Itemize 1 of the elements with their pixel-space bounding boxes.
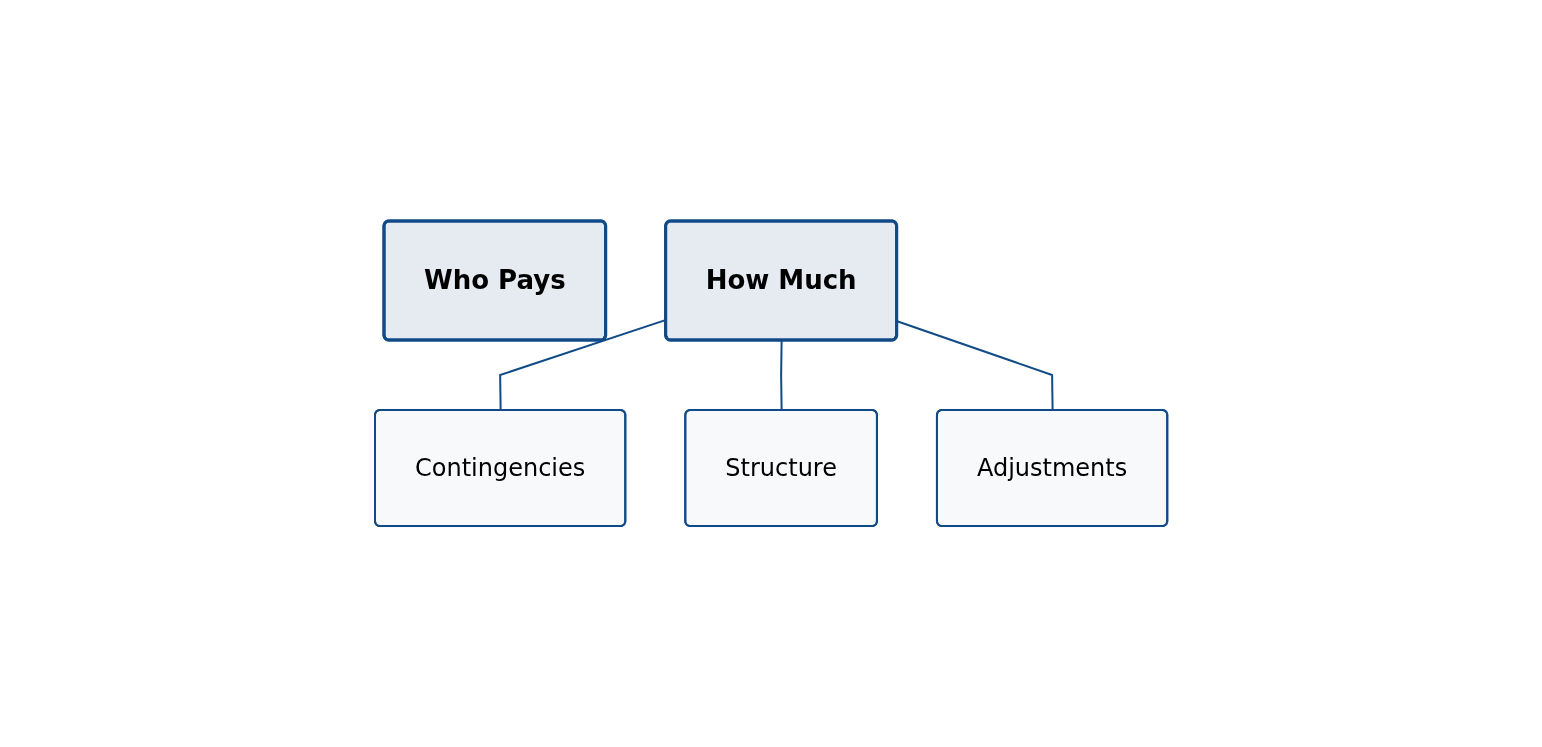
- connector: [896, 320, 1054, 412]
